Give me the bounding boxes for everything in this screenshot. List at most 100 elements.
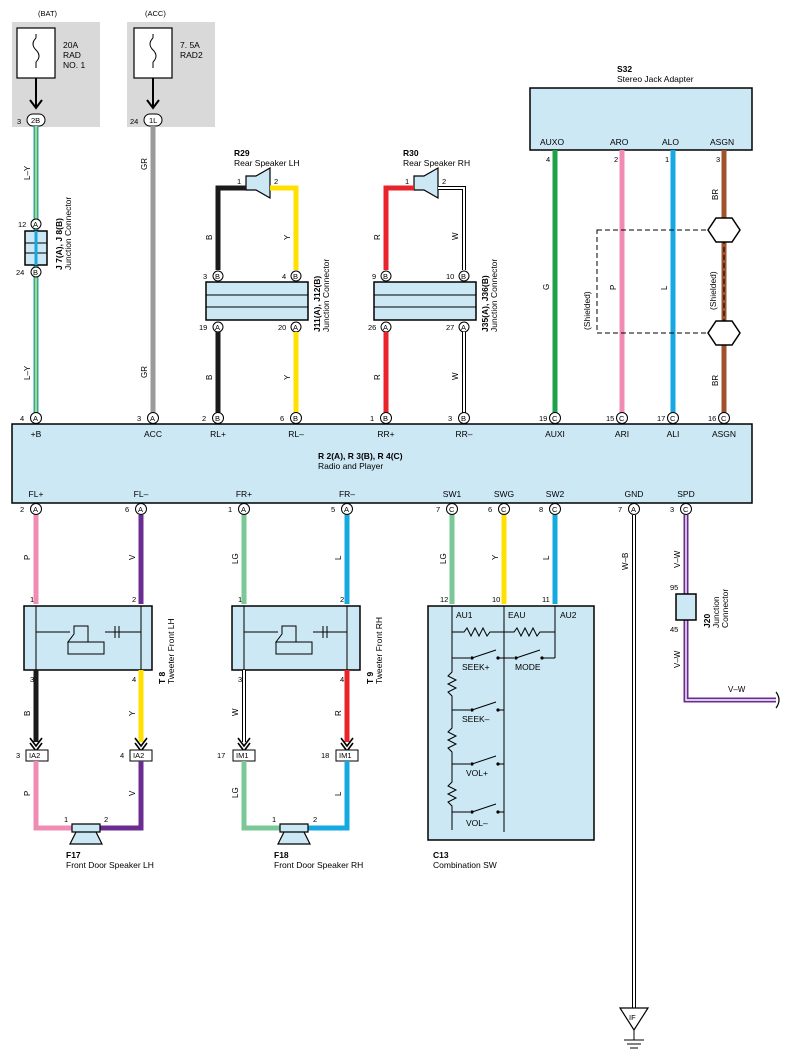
pin-number: 3 (137, 414, 141, 423)
pin-letter: C (619, 414, 625, 423)
pin-number: 4 (20, 414, 24, 423)
pin-label: ALO (662, 137, 679, 147)
component-code: J 7(A), J 8(B) (54, 218, 64, 270)
wire-l (308, 761, 350, 831)
wire-label: LG (231, 787, 240, 798)
pin-number: 6 (280, 414, 284, 423)
pin-number: 1 (370, 414, 374, 423)
component-name: Junction Connector (63, 197, 73, 270)
wire-label: V–W (673, 550, 682, 568)
component-code: R29 (234, 148, 250, 158)
pin-letter: B (461, 272, 466, 281)
switch-mode: MODE (504, 649, 555, 672)
wire-label: Y (128, 710, 137, 716)
pin-number: 4 (546, 155, 550, 164)
component-code: F17 (66, 850, 81, 860)
pin-letter: A (33, 414, 38, 423)
wire-w (438, 186, 466, 270)
pin-number: 1 (228, 505, 232, 514)
pin-number: 26 (368, 323, 376, 332)
pin-letter: B (215, 414, 220, 423)
pin-letter: B (293, 272, 298, 281)
rear-speaker-lh: R29 Rear Speaker LH 1 2 B Y (205, 148, 300, 270)
component-name: Rear Speaker LH (234, 158, 300, 168)
fuse-source-label: (ACC) (145, 9, 166, 18)
wire-label: Y (283, 234, 292, 240)
wire-label: R (334, 710, 343, 716)
pin-letter: A (344, 505, 349, 514)
component-code: T 8 (157, 671, 167, 684)
fuse-rad2: (ACC) 7. 5A RAD2 24 1L (127, 9, 215, 127)
pin-number: 2 (274, 177, 278, 186)
pin-number: 27 (446, 323, 454, 332)
wire-label: R (373, 374, 382, 380)
pin-number: 2 (442, 177, 446, 186)
pin-letter: A (241, 505, 246, 514)
pin-number: 3 (203, 272, 207, 281)
wire-label: L–Y (23, 165, 32, 180)
switch-vol-minus: VOL– (452, 803, 504, 828)
connector-name: IA2 (29, 751, 40, 760)
wire-label: GR (140, 366, 149, 378)
switch-seek-plus: SEEK+ (452, 649, 504, 672)
component-name: Junction (711, 596, 721, 628)
pin-letter: B (33, 268, 38, 277)
pin-letter: B (293, 414, 298, 423)
shield-ground-icon (707, 320, 741, 346)
ground-if: IF (618, 1007, 650, 1049)
wire-label: G (542, 284, 551, 290)
component-name: Stereo Jack Adapter (617, 74, 694, 84)
wire-label: B (205, 375, 214, 380)
wire-label: V–W (673, 650, 682, 668)
pin-number: 10 (446, 272, 454, 281)
wire-label: Y (283, 374, 292, 380)
fuse-name-2: NO. 1 (63, 60, 85, 70)
wire-label: B (205, 235, 214, 240)
pin-number: 19 (199, 323, 207, 332)
fuse-rating: 7. 5A (180, 40, 200, 50)
wire-b (215, 185, 246, 270)
pin-label: ASGN (712, 429, 736, 439)
pin-number: 1 (238, 595, 242, 604)
pin-number: 24 (16, 268, 24, 277)
component-code: S32 (617, 64, 632, 74)
wire-label: P (609, 285, 618, 290)
pin-label: FL– (134, 489, 149, 499)
pin-letter: A (215, 323, 220, 332)
pin-number: 3 (238, 675, 242, 684)
pin-letter: C (670, 414, 676, 423)
inline-connectors: IA2 3 IA2 4 IM1 17 IM1 18 (16, 737, 359, 762)
pin-letter: C (721, 414, 727, 423)
switch-label: MODE (515, 662, 541, 672)
pin-number: 7 (618, 505, 622, 514)
pin-number: 7 (436, 505, 440, 514)
shield: (Shielded) (Shielded) (582, 217, 741, 346)
pin-letter: A (33, 220, 38, 229)
component-code: R30 (403, 148, 419, 158)
fuse-name: RAD (63, 50, 81, 60)
pin-number: 3 (670, 505, 674, 514)
wire-lg (241, 761, 280, 831)
pin-connector: 2B (31, 116, 40, 125)
pin-number: 5 (331, 505, 335, 514)
component-code: T 9 (365, 671, 375, 684)
wire-y (270, 185, 299, 270)
pin-label: EAU (508, 610, 525, 620)
pin-letter: A (138, 505, 143, 514)
pin-number: 1 (272, 815, 276, 824)
wire-label: R (373, 234, 382, 240)
pin-label: FL+ (29, 489, 44, 499)
tweeter-front-rh: 1 2 3 4 T 9 Tweeter Front RH (231, 595, 384, 684)
pin-number: 19 (539, 414, 547, 423)
wire-p (33, 761, 72, 831)
wire-label: V (128, 554, 137, 560)
